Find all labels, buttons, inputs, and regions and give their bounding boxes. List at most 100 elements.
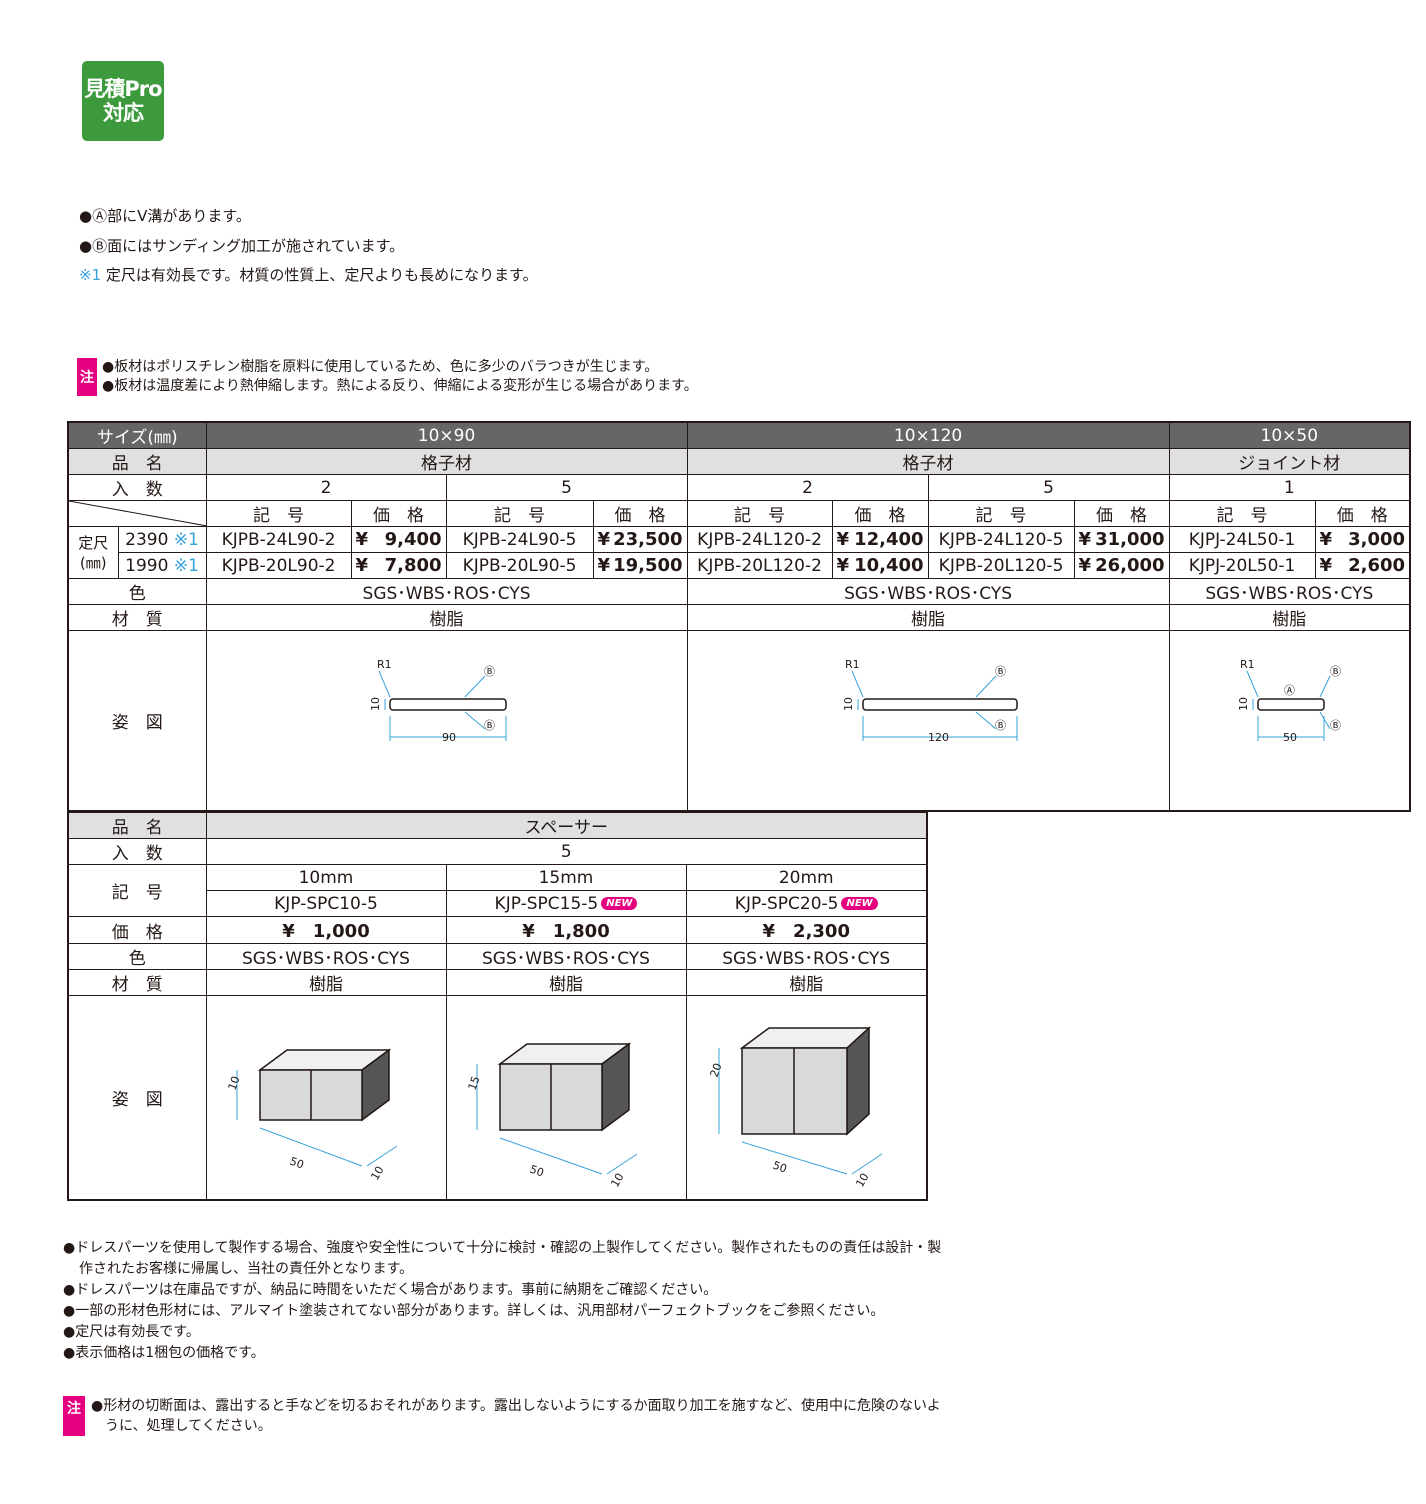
size-10x50: 10×50	[1168, 421, 1411, 449]
r1-label: R1	[845, 658, 860, 671]
code-cell: KJPJ-24L50-1	[1168, 526, 1316, 553]
spacer-drawing-20: 20 50 10	[707, 1026, 882, 1190]
height-label: 10	[1237, 697, 1250, 711]
width-label: 120	[928, 731, 949, 744]
price-cell: ¥26,000	[1073, 552, 1170, 579]
code-cell: KJPB-20L90-5	[445, 552, 594, 579]
price-value: 7,800	[384, 555, 442, 576]
yen-sign: ¥	[836, 555, 850, 576]
bottom-notes: ●ドレスパーツを使用して製作する場合、強度や安全性について十分に検討・確認の上製…	[63, 1238, 941, 1364]
price-value: 2,300	[793, 921, 850, 942]
b-mark: Ⓑ	[1330, 719, 1341, 732]
qty-label: 入 数	[67, 838, 207, 865]
price-cell: ¥3,000	[1314, 526, 1411, 553]
mitsumori-pro-badge: 見積Pro 対応	[82, 61, 164, 141]
yen-sign: ¥	[762, 921, 776, 942]
spacer-code: KJP-SPC10-5	[205, 890, 447, 917]
code-header: 記 号	[686, 500, 833, 527]
color-cell: SGS･WBS･ROS･CYS	[686, 578, 1170, 605]
depth-label: 10	[853, 1171, 871, 1190]
bottom-note: ●表示価格は1梱包の価格です。	[63, 1345, 265, 1361]
top-note-1: ●Ⓐ部にV溝があります。	[79, 207, 251, 225]
size-10x90: 10×90	[205, 421, 688, 449]
spacer-price: ¥ 1,000	[205, 916, 447, 944]
figure-label: 姿 図	[67, 995, 207, 1201]
yen-sign: ¥	[1319, 529, 1333, 550]
name-10x90: 格子材	[205, 448, 688, 475]
price-value: 1,000	[312, 921, 370, 942]
yen-sign: ¥	[355, 529, 369, 550]
size-10x120: 10×120	[686, 421, 1170, 449]
yen-sign: ¥	[355, 555, 369, 576]
length-1990: 1990 ※1	[117, 552, 207, 579]
color-label: 色	[67, 943, 207, 970]
color-label: 色	[67, 578, 207, 605]
code-cell: KJPB-24L120-2	[686, 526, 833, 553]
price-cell: ¥10,400	[831, 552, 929, 579]
star-note-text: 定尺は有効長です。材質の性質上、定尺よりも長めになります。	[105, 266, 538, 284]
bottom-caution-2: うに、処理してください。	[105, 1418, 272, 1434]
spacer-figure-15: 15 50 10	[445, 995, 687, 1201]
yen-sign: ¥	[597, 555, 611, 576]
qty-label: 入 数	[67, 474, 207, 501]
code-cell: KJPB-20L90-2	[205, 552, 352, 579]
price-value: 3,000	[1348, 529, 1406, 550]
code-cell: KJPB-20L120-2	[686, 552, 833, 579]
price-header: 価 格	[350, 500, 447, 527]
color-cell: SGS･WBS･ROS･CYS	[205, 578, 688, 605]
code-label: 記 号	[67, 864, 207, 917]
material-cell: 樹脂	[205, 969, 447, 996]
profile-drawing-50: R1 10 50 Ⓐ Ⓑ Ⓑ	[1237, 658, 1341, 744]
new-badge: NEW	[601, 897, 638, 910]
material-cell: 樹脂	[685, 969, 928, 996]
b-mark: Ⓑ	[484, 719, 495, 732]
figure-label: 姿 図	[67, 630, 207, 812]
profile-drawing-90: R1 10 90 Ⓑ Ⓑ	[369, 658, 507, 744]
material-label: 材 質	[67, 604, 207, 631]
new-badge: NEW	[841, 897, 878, 910]
name-label: 品 名	[67, 811, 207, 839]
price-value: 10,400	[854, 555, 924, 576]
r1-label: R1	[377, 658, 392, 671]
code-header: 記 号	[445, 500, 594, 527]
code-cell: KJPB-24L120-5	[927, 526, 1075, 553]
length-label-text: 定尺	[78, 533, 109, 552]
code-cell: KJPB-24L90-5	[445, 526, 594, 553]
name-10x50: ジョイント材	[1168, 448, 1411, 475]
qty-cell: 5	[445, 474, 688, 501]
width-label: 50	[287, 1155, 305, 1172]
caution-block: 注 ●板材はポリスチレン樹脂を原料に使用しているため、色に多少のバラつきが生じま…	[77, 358, 698, 396]
price-value: 23,500	[613, 529, 683, 550]
bottom-note: ●ドレスパーツは在庫品ですが、納品に時間をいただく場合があります。事前に納期をご…	[63, 1282, 718, 1298]
figure-cell-10x120: R1 10 120 Ⓑ Ⓑ	[686, 630, 1170, 812]
price-cell: ¥12,400	[831, 526, 929, 553]
caution-mark: 注	[77, 358, 97, 396]
bottom-note: 作されたお客様に帰属し、当社の責任外となります。	[79, 1261, 414, 1277]
material-label: 材 質	[67, 969, 207, 996]
bottom-caution-1: ●形材の切断面は、露出すると手などを切るおそれがあります。露出しないようにするか…	[91, 1398, 941, 1414]
bottom-note: ●ドレスパーツを使用して製作する場合、強度や安全性について十分に検討・確認の上製…	[63, 1240, 942, 1256]
b-mark: Ⓑ	[484, 665, 495, 678]
b-mark: Ⓑ	[995, 719, 1006, 732]
spacer-qty: 5	[205, 838, 928, 865]
qty-cell: 5	[927, 474, 1170, 501]
color-cell: SGS･WBS･ROS･CYS	[1168, 578, 1411, 605]
width-label: 50	[770, 1159, 788, 1176]
width-label: 90	[442, 731, 456, 744]
product-table-lattice: サイズ(㎜) 10×90 10×120 10×50 品 名 格子材 格子材 ジョ…	[67, 421, 1412, 812]
size-header: サイズ(㎜)	[67, 421, 207, 449]
r1-label: R1	[1240, 658, 1255, 671]
price-cell: ¥19,500	[592, 552, 688, 579]
width-label: 50	[1283, 731, 1297, 744]
color-cell: SGS･WBS･ROS･CYS	[445, 943, 687, 970]
length-mark: ※1	[173, 555, 199, 576]
code-cell: KJPB-20L120-5	[927, 552, 1075, 579]
code-cell: KJPJ-20L50-1	[1168, 552, 1316, 579]
price-header: 価 格	[831, 500, 929, 527]
price-cell: ¥9,400	[350, 526, 447, 553]
a-mark: Ⓐ	[1284, 684, 1295, 697]
depth-label: 10	[608, 1171, 626, 1190]
price-value: 9,400	[384, 529, 442, 550]
price-value: 2,600	[1348, 555, 1406, 576]
